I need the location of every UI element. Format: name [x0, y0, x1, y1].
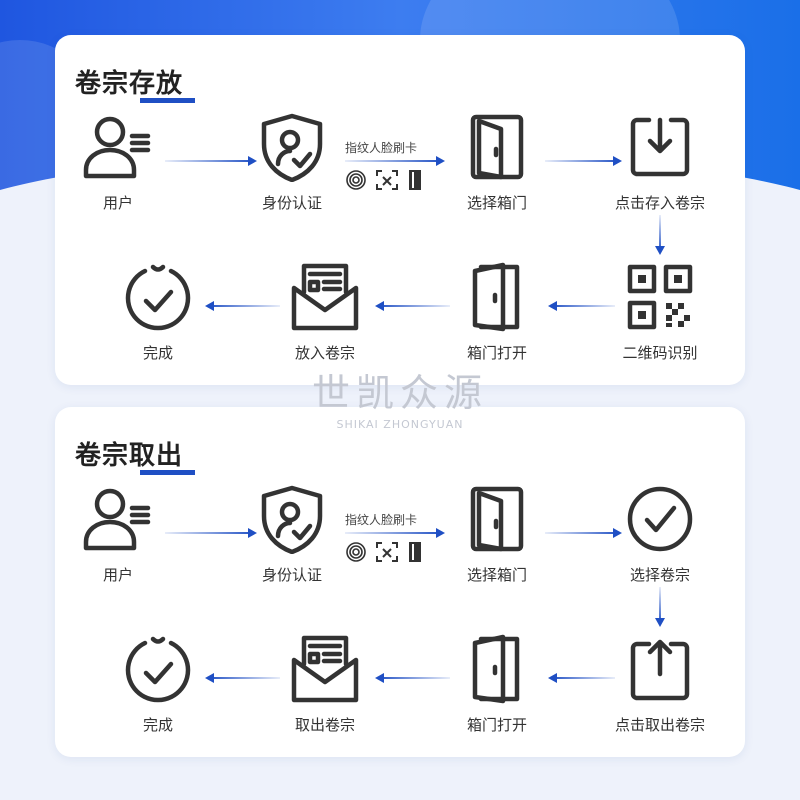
upload-icon	[590, 632, 730, 706]
section-title: 卷宗存放	[75, 69, 184, 99]
auth-methods-label: 指纹人脸刷卡	[345, 513, 418, 527]
flow-step: 放入卷宗	[255, 260, 395, 363]
download-icon	[590, 110, 730, 184]
title-underline	[140, 470, 195, 475]
card-swipe-icon	[407, 541, 423, 567]
fingerprint-icon	[345, 169, 367, 195]
section-retrieve: 卷宗取出用户 身份认证 选择箱门 选择卷宗点击取出卷宗 箱门打开 取出卷宗 完成 指纹人脸刷卡	[55, 407, 745, 757]
step-label: 身份认证	[261, 194, 322, 212]
step-label: 点击取出卷宗	[614, 716, 705, 734]
auth-methods-icons	[345, 169, 423, 195]
flow-step: 完成	[88, 260, 228, 363]
section-store: 卷宗存放用户 身份认证 选择箱门 点击存入卷宗二维码识别 箱门打开 放入卷宗 完成 指纹人脸刷…	[55, 35, 745, 385]
flow-arrow	[345, 156, 445, 166]
auth-methods-label: 指纹人脸刷卡	[345, 141, 418, 155]
step-label: 箱门打开	[466, 344, 527, 362]
step-label: 选择箱门	[466, 194, 527, 212]
auth-methods-icons	[345, 541, 423, 567]
flow-step: 选择卷宗	[590, 482, 730, 585]
open-door-icon	[427, 260, 567, 334]
flow-arrow	[205, 301, 280, 311]
step-label: 放入卷宗	[294, 344, 355, 362]
flow-arrow	[165, 156, 257, 166]
step-label: 身份认证	[261, 566, 322, 584]
envelope-document-icon	[255, 632, 395, 706]
watermark-text: SHIKAI ZHONGYUAN	[336, 418, 464, 431]
qr-code-icon	[590, 260, 730, 334]
smile-check-icon	[88, 260, 228, 334]
card-swipe-icon	[407, 169, 423, 195]
smile-check-icon	[88, 632, 228, 706]
user-icon	[48, 482, 188, 556]
face-scan-icon	[375, 541, 399, 567]
fingerprint-icon	[345, 541, 367, 567]
step-label: 箱门打开	[466, 716, 527, 734]
envelope-document-icon	[255, 260, 395, 334]
flow-arrow	[165, 528, 257, 538]
flow-step: 点击存入卷宗	[590, 110, 730, 213]
flow-arrow-down	[655, 587, 665, 627]
step-label: 完成	[142, 716, 173, 734]
flow-step: 身份认证	[222, 482, 362, 585]
flow-arrow	[375, 673, 450, 683]
flow-step: 用户	[48, 482, 188, 585]
flow-step: 点击取出卷宗	[590, 632, 730, 735]
door-icon	[427, 110, 567, 184]
flow-step: 二维码识别	[590, 260, 730, 363]
flow-arrow	[545, 156, 622, 166]
flow-arrow	[545, 528, 622, 538]
shield-user-icon	[222, 110, 362, 184]
flow-step: 身份认证	[222, 110, 362, 213]
step-label: 取出卷宗	[294, 716, 355, 734]
title-underline	[140, 98, 195, 103]
flow-arrow	[375, 301, 450, 311]
flow-step: 选择箱门	[427, 110, 567, 213]
open-door-icon	[427, 632, 567, 706]
step-label: 选择卷宗	[629, 566, 690, 584]
flow-arrow	[548, 673, 615, 683]
flow-step: 用户	[48, 110, 188, 213]
section-title: 卷宗取出	[75, 441, 184, 471]
step-label: 选择箱门	[466, 566, 527, 584]
flow-step: 箱门打开	[427, 632, 567, 735]
flow-arrow	[345, 528, 445, 538]
flow-step: 取出卷宗	[255, 632, 395, 735]
flow-step: 箱门打开	[427, 260, 567, 363]
flow-step: 选择箱门	[427, 482, 567, 585]
step-label: 完成	[142, 344, 173, 362]
door-icon	[427, 482, 567, 556]
flow-step: 完成	[88, 632, 228, 735]
step-label: 用户	[102, 566, 133, 584]
watermark-logo: 世凯众源	[311, 371, 488, 415]
user-icon	[48, 110, 188, 184]
flow-arrow	[205, 673, 280, 683]
step-label: 二维码识别	[622, 344, 698, 362]
flow-arrow	[548, 301, 615, 311]
step-label: 点击存入卷宗	[614, 194, 705, 212]
shield-user-icon	[222, 482, 362, 556]
face-scan-icon	[375, 169, 399, 195]
step-label: 用户	[102, 194, 133, 212]
flow-arrow-down	[655, 215, 665, 255]
check-circle-icon	[590, 482, 730, 556]
